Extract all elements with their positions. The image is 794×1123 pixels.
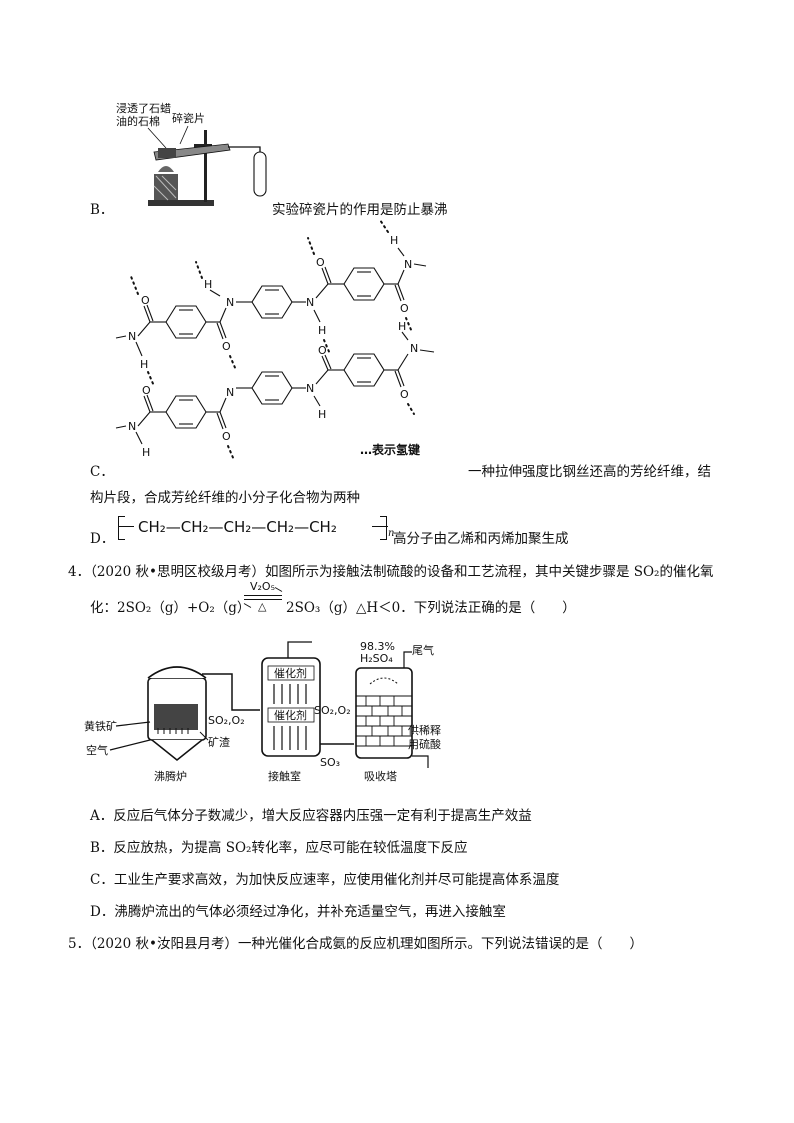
reversible-arrow: V₂O₅ △ (243, 580, 284, 614)
heat-label: △ (258, 600, 267, 613)
catalyst-label: V₂O₅ (250, 580, 276, 593)
svg-text:N: N (226, 386, 234, 399)
svg-text:O: O (316, 256, 325, 269)
contact-process-diagram: 黄铁矿 空气 沸腾炉 SO₂,O₂ 矿渣 催化剂 催化剂 SO₂,O₂ SO₃ … (84, 640, 441, 783)
label-catalyst-1: 催化剂 (274, 666, 307, 680)
svg-text:O: O (222, 340, 231, 353)
label-air: 空气 (86, 743, 108, 757)
option-d-text: 高分子由乙烯和丙烯加聚生成 (393, 531, 569, 547)
label-so2-o2-contact: SO₂,O₂ (314, 704, 351, 717)
q4-option-b: B．反应放热，为提高 SO₂转化率，应尽可能在较低温度下反应 (90, 840, 468, 856)
label-so3: SO₃ (320, 756, 340, 769)
q4-stem-line1: 4．（2020 秋•思明区校级月考）如图所示为接触法制硫酸的设备和工艺流程，其中… (68, 564, 714, 580)
svg-text:N: N (404, 258, 412, 271)
svg-text:H: H (142, 446, 150, 459)
option-c-letter: C． (90, 464, 114, 480)
q4-equation-left: 化：2SO₂（g）+O₂（g） (90, 600, 251, 616)
svg-text:O: O (142, 384, 151, 397)
option-b-letter: B． (90, 202, 114, 218)
svg-text:H: H (390, 234, 398, 247)
atom-n: N (128, 330, 136, 343)
label-contact-chamber: 接触室 (268, 769, 301, 783)
atom-o: O (141, 294, 150, 307)
polymer-subscript: n (388, 528, 395, 539)
label-pyrite: 黄铁矿 (84, 719, 117, 733)
label-catalyst-2: 催化剂 (274, 708, 307, 722)
label-asbestos-2: 油的石棉 (116, 114, 160, 128)
svg-text:N: N (410, 342, 418, 355)
svg-text:H: H (318, 408, 326, 421)
label-boiling-furnace: 沸腾炉 (154, 769, 187, 783)
svg-text:O: O (400, 388, 409, 401)
q4-option-a: A．反应后气体分子数减少，增大反应容器内压强一定有利于提高生产效益 (90, 808, 532, 824)
atom-h: H (140, 358, 148, 371)
hydrogen-bond-legend: …表示氢键 (360, 442, 420, 457)
svg-text:O: O (400, 302, 409, 315)
label-so2-o2-furnace: SO₂,O₂ (208, 714, 245, 727)
open-bracket (118, 516, 125, 540)
q4-option-d: D．沸腾炉流出的气体必须经过净化，并补充适量空气，再进入接触室 (90, 904, 506, 920)
svg-text:N: N (128, 420, 136, 433)
aramid-fiber-structure: N O H O N H N H O O N H N (115, 220, 435, 461)
svg-text:H: H (204, 278, 212, 291)
label-h2so4: H₂SO₄ (360, 652, 393, 665)
option-c-text-line1: 一种拉伸强度比钢丝还高的芳纶纤维，结 (468, 464, 711, 480)
svg-text:O: O (222, 430, 231, 443)
cracking-apparatus-figure: 浸透了石蜡 油的石棉 碎瓷片 (108, 100, 276, 212)
option-d-letter: D． (90, 531, 115, 547)
label-acid-98-3: 98.3% (360, 640, 395, 653)
q4-equation-right: 2SO₃（g）△H＜0．下列说法正确的是（ ） (286, 600, 576, 616)
q5-stem: 5．（2020 秋•汝阳县月考）一种光催化合成氨的反应机理如图所示。下列说法错误… (68, 936, 643, 952)
option-b-text: 实验碎瓷片的作用是防止暴沸 (272, 202, 448, 218)
svg-text:N: N (306, 382, 314, 395)
label-asbestos-1: 浸透了石蜡 (116, 102, 171, 115)
option-c-text-line2: 构片段，合成芳纶纤维的小分子化合物为两种 (90, 490, 360, 506)
polymer-repeat-unit: CH₂—CH₂—CH₂—CH₂—CH₂ (138, 518, 337, 536)
svg-text:O: O (318, 344, 327, 357)
svg-text:N: N (306, 296, 314, 309)
label-slag: 矿渣 (208, 735, 230, 749)
svg-text:H: H (318, 324, 326, 337)
close-bracket (380, 516, 387, 540)
svg-text:H: H (398, 320, 406, 333)
svg-text:N: N (226, 296, 234, 309)
label-dilute-2: 用硫酸 (408, 737, 441, 751)
label-porcelain-chips: 碎瓷片 (172, 111, 205, 125)
label-dilute-1: 供稀释 (408, 723, 441, 737)
q4-option-c: C．工业生产要求高效，为加快反应速率，应使用催化剂并尽可能提高体系温度 (90, 872, 560, 888)
label-absorber: 吸收塔 (364, 769, 397, 783)
label-tail-gas: 尾气 (412, 643, 434, 657)
